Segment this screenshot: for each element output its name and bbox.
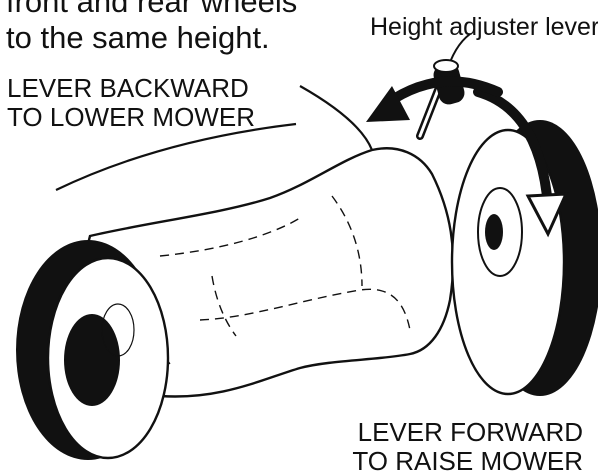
lower-arrow-shaft bbox=[381, 76, 503, 109]
housing-rib-front bbox=[211, 275, 237, 337]
callout-raise-mower: LEVER FORWARD TO RAISE MOWER bbox=[352, 418, 583, 474]
left-wheel-rim bbox=[101, 303, 135, 357]
intro-line-1: front and rear wheels bbox=[6, 0, 298, 19]
left-wheel-axle bbox=[64, 314, 120, 406]
callout-lower-line-1: LEVER BACKWARD bbox=[7, 73, 249, 103]
callout-lower-line-2: TO LOWER MOWER bbox=[7, 102, 255, 132]
lever-knob-top bbox=[433, 59, 459, 73]
housing-rib-top bbox=[159, 217, 301, 257]
callout-raise-line-1: LEVER FORWARD bbox=[357, 417, 583, 447]
housing-rib-side bbox=[331, 195, 363, 287]
motion-line bbox=[55, 122, 297, 191]
housing-rib-bottom bbox=[199, 288, 411, 331]
lever-shaft-highlight bbox=[418, 88, 440, 138]
callout-lever: Height adjuster lever bbox=[370, 13, 598, 41]
right-wheel-axle bbox=[485, 214, 503, 250]
leader-line-backward bbox=[299, 85, 374, 151]
callout-raise-line-2: TO RAISE MOWER bbox=[352, 446, 583, 474]
callout-lower-mower: LEVER BACKWARD TO LOWER MOWER bbox=[7, 74, 255, 132]
raise-arrow-shaft bbox=[473, 87, 553, 211]
intro-text: front and rear wheels to the same height… bbox=[6, 0, 297, 56]
intro-line-2: to the same height. bbox=[6, 20, 270, 55]
raise-arrow-head bbox=[525, 192, 569, 238]
lower-arrow-head bbox=[366, 86, 410, 122]
